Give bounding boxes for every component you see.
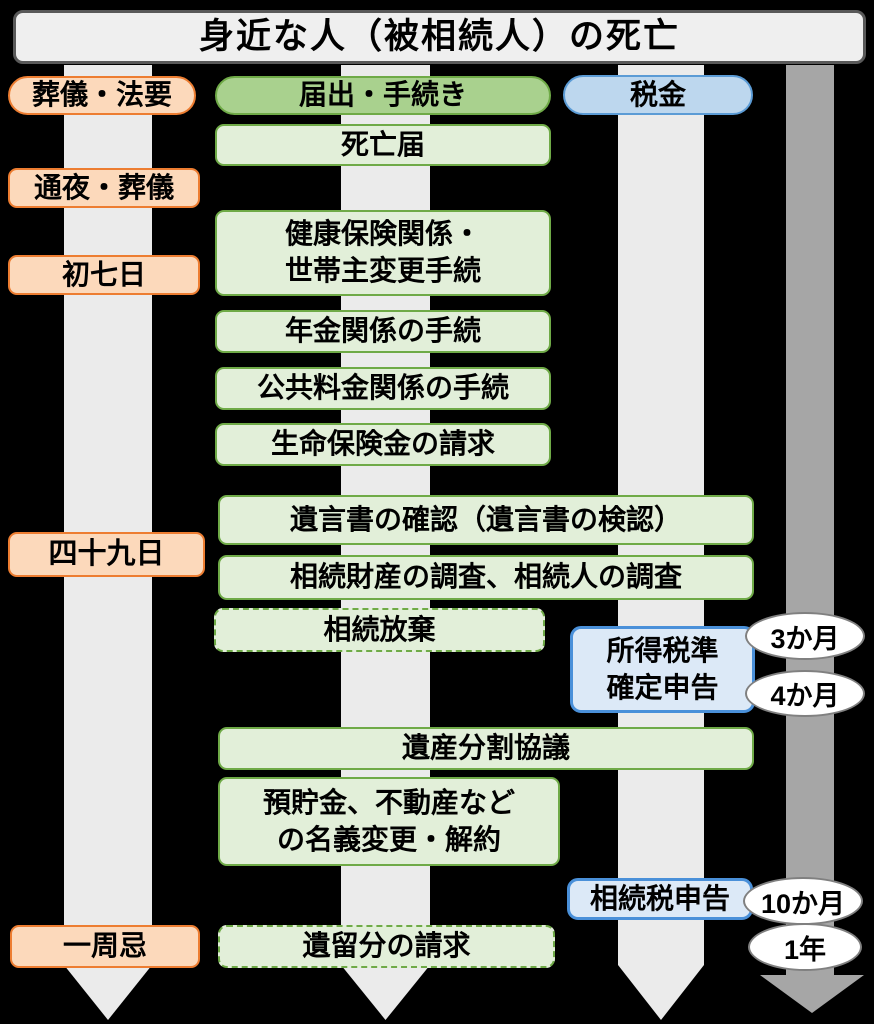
procedure-item-estate-division: 遺産分割協議 xyxy=(218,727,754,770)
procedure-item-death-notice: 死亡届 xyxy=(215,124,551,166)
procedure-item-renounce-inheritance: 相続放棄 xyxy=(214,608,545,652)
elapsed-time-arrow xyxy=(760,65,864,1013)
funeral-item-1st-anniversary: 一周忌 xyxy=(10,925,200,968)
procedure-item-health-insurance: 健康保険関係・ 世帯主変更手続 xyxy=(215,210,551,296)
column-header-tax: 税金 xyxy=(563,75,753,115)
page-title: 身近な人（被相続人）の死亡 xyxy=(13,10,866,64)
procedure-item-name-change: 預貯金、不動産など の名義変更・解約 xyxy=(218,777,560,866)
tax-item-inheritance-tax-return: 相続税申告 xyxy=(567,878,753,920)
column-header-funeral: 葬儀・法要 xyxy=(8,76,196,115)
funeral-item-7th-day: 初七日 xyxy=(8,255,200,295)
tax-item-income-tax-return: 所得税準 確定申告 xyxy=(570,626,755,713)
timeline-label-4-months: 4か月 xyxy=(745,670,865,717)
funeral-item-49th-day: 四十九日 xyxy=(8,532,205,577)
timeline-label-1-year: 1年 xyxy=(748,923,862,971)
procedure-item-pension: 年金関係の手続 xyxy=(215,310,551,353)
procedure-item-estate-heir-investigation: 相続財産の調査、相続人の調査 xyxy=(218,555,754,600)
procedure-item-life-insurance-claim: 生命保険金の請求 xyxy=(215,423,551,466)
funeral-item-wake-funeral: 通夜・葬儀 xyxy=(8,168,200,208)
procedure-item-will-check: 遺言書の確認（遺言書の検認） xyxy=(218,495,754,545)
procedure-item-legally-secured-portion: 遺留分の請求 xyxy=(218,925,555,968)
timeline-label-10-months: 10か月 xyxy=(743,877,863,925)
column-header-procedures: 届出・手続き xyxy=(215,76,551,115)
timeline-label-3-months: 3か月 xyxy=(745,612,865,660)
procedure-item-utilities: 公共料金関係の手続 xyxy=(215,367,551,410)
